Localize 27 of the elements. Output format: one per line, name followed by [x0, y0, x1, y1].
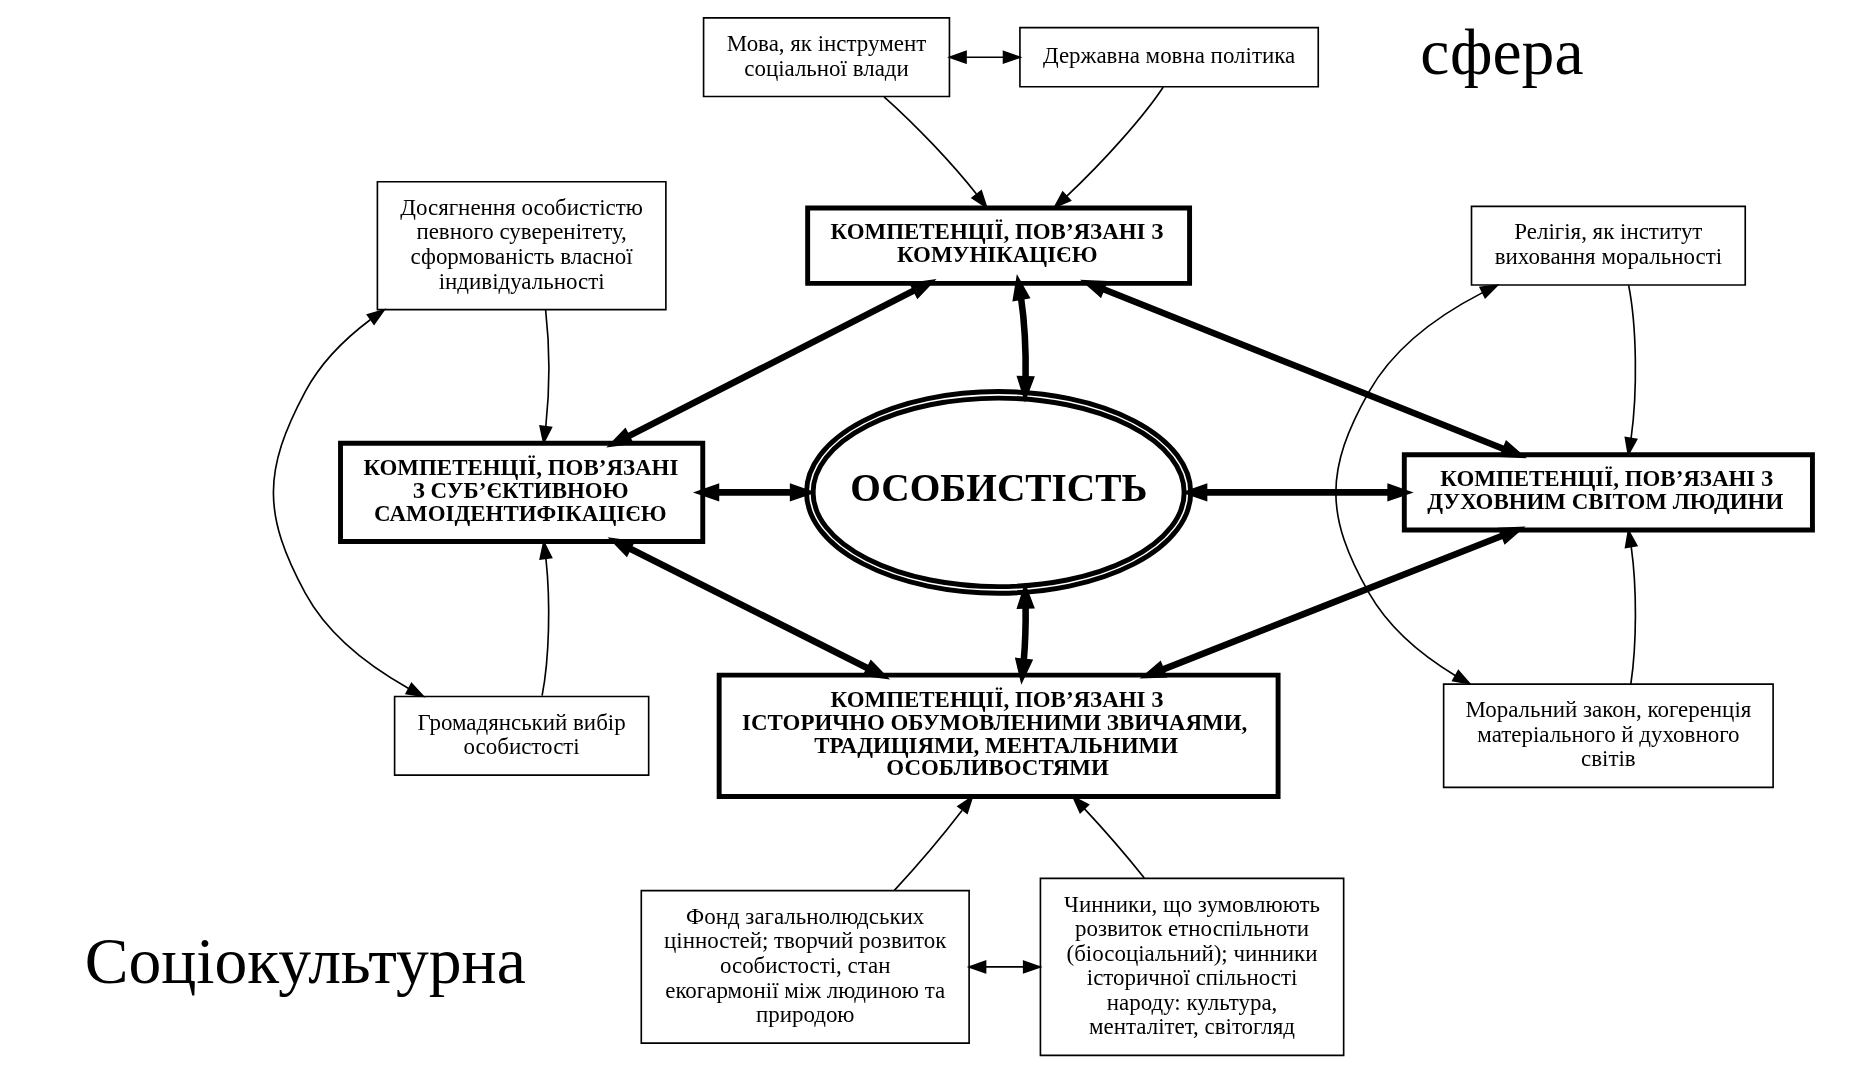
- label: Соціокультурна: [84, 925, 526, 998]
- label: сфера: [1419, 15, 1583, 88]
- node-ellipse: ОСОБИСТІСТЬ: [803, 389, 1193, 596]
- node-box: Мова, як інструмент соціальної влади: [702, 17, 950, 98]
- node-box: Досягнення особистістю певного суверенітету, сформованість власної індивідуальності: [376, 180, 667, 311]
- arrow: [1014, 582, 1035, 685]
- node-box: КОМПЕТЕНЦІЇ, ПОВ’ЯЗАНІ З КОМУНІКАЦІЄЮ: [804, 205, 1192, 286]
- node-box: Громадянський вибір особистості: [393, 695, 649, 776]
- arrow: [272, 308, 426, 698]
- node-box: Моральний закон, когеренція матеріального й духовного світів: [1442, 683, 1774, 789]
- node-box: КОМПЕТЕНЦІЇ, ПОВ’ЯЗАНІ З ДУХОВНИМ СВІТОМ ЛЮДИНИ: [1401, 452, 1815, 533]
- node-box: Чинники, що зумовлюють розвиток етноспільноти (біосоціальний); чинники історичної спільності народу: культура, менталітет, світогляд: [1039, 877, 1344, 1057]
- arrow: [605, 279, 937, 448]
- arrow: [692, 483, 816, 502]
- node-box: Релігія, як інститут виховання моральності: [1470, 205, 1746, 286]
- node-box: Фонд загальнолюдських цінностей; творчий розвиток особистості, стан екогармонії між людиною та природою: [639, 889, 970, 1044]
- node-box: КОМПЕТЕНЦІЇ, ПОВ’ЯЗАНІ З СУБ’ЄКТИВНОЮ САМОІДЕНТИФІКАЦІЄЮ: [337, 440, 705, 544]
- arrow: [1011, 274, 1035, 403]
- arrow: [1079, 279, 1527, 459]
- arrow: [1139, 526, 1526, 679]
- arrow: [607, 537, 890, 680]
- arrow: [966, 960, 1043, 974]
- node-box: Державна мовна політика: [1018, 26, 1319, 88]
- node-box: КОМПЕТЕНЦІЇ, ПОВ’ЯЗАНІ З ІСТОРИЧНО ОБУМОВЛЕНИМИ ЗВИЧАЯМИ, ТРАДИЦІЯМИ, МЕНТАЛЬНИМИ ОСОБЛИВОСТЯМИ: [716, 672, 1281, 799]
- arrow: [1180, 483, 1414, 502]
- arrow: [946, 50, 1022, 65]
- arrow: [1334, 284, 1500, 686]
